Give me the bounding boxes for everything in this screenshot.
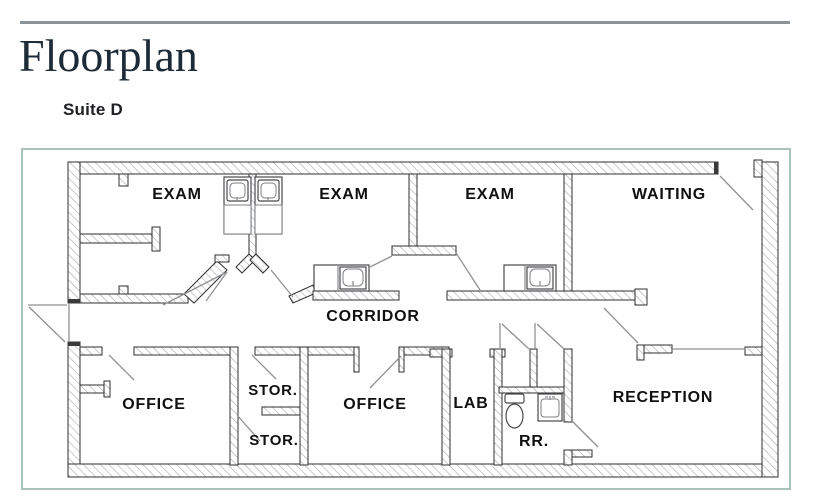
restroom-sink-icon: [537, 393, 563, 422]
room-label-waiting: WAITING: [632, 186, 706, 203]
room-label-exam-2: EXAM: [319, 186, 368, 203]
room-label-exam-1: EXAM: [152, 186, 201, 203]
room-labels: EXAM EXAM EXAM WAITING CORRIDOR OFFICE S…: [122, 186, 714, 450]
room-label-exam-3: EXAM: [465, 186, 514, 203]
toilet-icon: [504, 393, 525, 429]
room-label-restroom: RR.: [519, 433, 549, 450]
room-label-corridor: CORRIDOR: [326, 308, 420, 325]
room-label-reception: RECEPTION: [613, 389, 714, 406]
exterior-walls: [67, 159, 779, 478]
door-swings: [28, 175, 754, 448]
header-divider: [20, 21, 790, 24]
sink-counter-exam1: [223, 176, 252, 235]
room-label-lab: LAB: [453, 395, 488, 412]
room-label-stor-1: STOR.: [248, 382, 298, 399]
room-label-office-2: OFFICE: [343, 396, 406, 413]
fixtures: [223, 176, 563, 429]
interior-walls: [79, 173, 763, 466]
room-label-stor-2: STOR.: [249, 432, 299, 449]
sink-counter-corridor-right: [503, 264, 557, 292]
floorplan-panel: EXAM EXAM EXAM WAITING CORRIDOR OFFICE S…: [21, 148, 791, 490]
page-title: Floorplan: [19, 30, 198, 81]
room-label-office-1: OFFICE: [122, 396, 185, 413]
floorplan-drawing: EXAM EXAM EXAM WAITING CORRIDOR OFFICE S…: [28, 159, 779, 478]
sink-counter-exam2: [254, 176, 283, 235]
sink-counter-corridor-left: [313, 264, 370, 292]
suite-label: Suite D: [63, 100, 123, 119]
